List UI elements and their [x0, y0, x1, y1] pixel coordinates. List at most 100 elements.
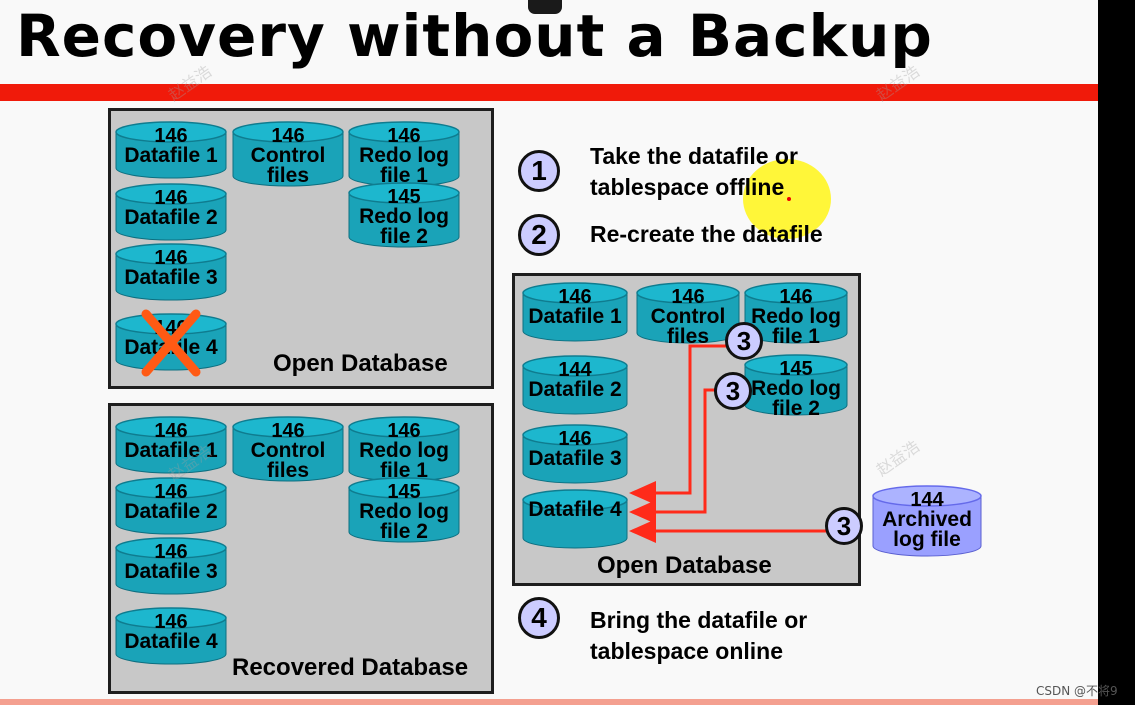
step-3-marker-redo: 3 — [714, 372, 752, 410]
right-datafile-4-label: Datafile 4 — [522, 499, 628, 520]
right-redo-log-1-shape — [744, 282, 848, 344]
recovered-datafile-1-text-1: Datafile 1 — [124, 439, 218, 462]
window-edge — [1098, 0, 1135, 705]
right-redo-log-1-text-1: Redo log — [751, 305, 841, 328]
recovered-datafile-4-text-1: Datafile 4 — [124, 630, 218, 653]
step-4-line-1: Bring the datafile or — [590, 607, 808, 633]
top-redo-log-2-text-1: Redo log — [359, 205, 449, 228]
bottom-divider — [0, 699, 1098, 705]
step-2-text: Re-create the datafile — [590, 221, 823, 247]
step-4-marker: 4 — [518, 597, 560, 639]
recovered-datafile-2-shape — [115, 477, 227, 535]
top-control-files-scn: 146 — [271, 125, 305, 147]
recovered-control-files-scn: 146 — [271, 420, 305, 442]
archived-log-file-shape — [872, 485, 982, 557]
right-datafile-3-scn: 146 — [558, 428, 592, 450]
top-control-files-text-2: files — [266, 164, 310, 187]
right-redo-log-1-scn: 146 — [779, 286, 813, 308]
right-datafile-1-shape — [522, 282, 628, 342]
window-handle — [528, 0, 562, 14]
recovered-datafile-1-shape — [115, 416, 227, 474]
step-1-marker: 1 — [518, 150, 560, 192]
top-redo-log-1-scn: 146 — [387, 125, 421, 147]
step-3-marker-archived: 3 — [825, 507, 863, 545]
right-control-files-shape — [636, 282, 740, 344]
title-divider — [0, 84, 1098, 101]
top-redo-log-1-text-1: Redo log — [359, 144, 449, 167]
recovered-redo-log-1-shape — [348, 416, 460, 482]
top-control-files-text-1: Control — [250, 144, 326, 167]
top-datafile-1-text-1: Datafile 1 — [124, 144, 218, 167]
right-redo-log-2-scn: 145 — [779, 358, 813, 380]
top-datafile-3-shape — [115, 243, 227, 301]
slide-title: Recovery without a Backup — [16, 2, 933, 70]
right-control-files-scn: 146 — [671, 286, 705, 308]
top-redo-log-2-scn: 145 — [387, 186, 421, 208]
recovered-control-files-text-2: files — [266, 459, 310, 482]
right-redo-log-1-text-2: file 1 — [772, 325, 820, 348]
recovered-redo-log-1-text-2: file 1 — [380, 459, 428, 482]
recovered-datafile-2-scn: 146 — [154, 481, 188, 503]
step-1-text: Take the datafile or tablespace offline — [590, 141, 798, 203]
panel-label-recovered-database: Recovered Database — [232, 654, 469, 681]
top-control-files-shape — [232, 121, 344, 187]
right-redo-log-2-text-2: file 2 — [772, 397, 820, 420]
top-datafile-3-text-1: Datafile 3 — [124, 266, 218, 289]
top-datafile-2-shape — [115, 183, 227, 241]
panel-label-open-database-right: Open Database — [597, 552, 772, 579]
recovered-datafile-4-shape — [115, 607, 227, 665]
recovered-datafile-1-scn: 146 — [154, 420, 188, 442]
archived-log-file-scn: 144 — [910, 489, 944, 511]
top-redo-log-1-text-2: file 1 — [380, 164, 428, 187]
recovered-redo-log-2-text-1: Redo log — [359, 500, 449, 523]
step-4-text: Bring the datafile or tablespace online — [590, 605, 807, 667]
top-redo-log-2-text-2: file 2 — [380, 225, 428, 248]
recovered-control-files-shape — [232, 416, 344, 482]
archived-log-file-text-1: Archived — [882, 508, 972, 531]
step-1-line-1: Take the datafile or — [590, 143, 798, 169]
recovered-redo-log-2-scn: 145 — [387, 481, 421, 503]
right-datafile-2-text-1: Datafile 2 — [528, 378, 622, 401]
top-datafile-2-scn: 146 — [154, 187, 188, 209]
step-1-line-2: tablespace offline — [590, 174, 785, 200]
footer-credit: CSDN @不将9 — [1036, 684, 1118, 698]
recovered-datafile-3-shape — [115, 537, 227, 595]
right-datafile-2-scn: 144 — [558, 359, 592, 381]
panel-label-open-database-top: Open Database — [273, 350, 448, 377]
right-datafile-1-scn: 146 — [558, 286, 592, 308]
right-datafile-3-shape — [522, 424, 628, 484]
cursor-dot — [787, 197, 791, 201]
right-control-files-text-1: Control — [650, 305, 726, 328]
top-redo-log-2-shape — [348, 182, 460, 248]
